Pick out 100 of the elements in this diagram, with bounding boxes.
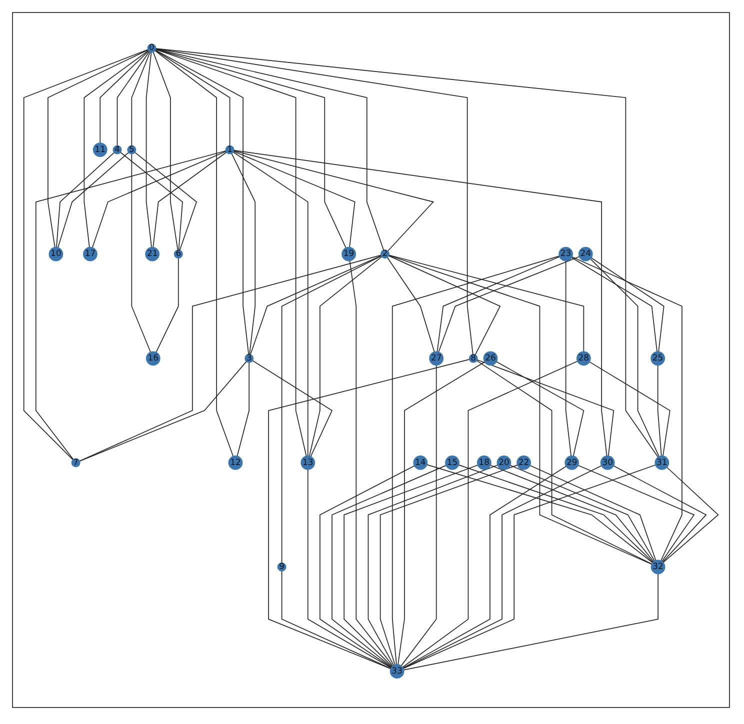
connector [344,464,478,667]
node-circle: 24 [578,246,593,262]
connector [155,49,307,456]
connector [23,49,148,460]
connector [155,48,384,251]
connector [154,50,230,146]
connector [232,152,308,456]
connector [131,154,151,352]
node-circle: 9 [277,562,286,572]
node-circle: 7 [71,458,80,468]
connector [388,255,501,356]
node-circle: 29 [564,456,580,470]
connector [402,466,566,668]
connector [571,257,658,352]
connector [281,256,382,564]
node-circle: 14 [413,456,428,470]
connector [572,256,682,562]
node-circle: 6 [174,250,183,259]
node-circle: 23 [558,246,573,262]
connector [590,257,664,352]
node-circle: 21 [145,246,160,262]
connector [281,570,392,669]
connector [92,150,226,248]
connector [134,152,197,251]
connector [578,464,695,562]
connector [309,256,382,456]
connector [657,364,662,456]
node-circle: 22 [516,456,531,470]
connector [349,260,394,666]
node-circle: 28 [576,351,591,366]
node-circle: 10 [48,246,64,262]
connector [590,258,660,457]
connector [662,466,719,563]
connector [155,48,346,248]
node-circle: 4 [112,145,122,154]
connector [120,152,183,250]
node-circle: 18 [476,456,492,470]
connector [589,362,670,456]
connector [56,152,115,248]
connector [152,152,227,248]
node-circle: 32 [650,560,666,574]
connector [268,359,470,670]
connector [530,465,656,561]
connector [155,50,250,355]
connector [403,573,658,670]
node-circle: 30 [600,456,615,470]
node-circle: 2 [380,250,390,259]
connector [152,52,178,250]
node-circle: 3 [244,354,254,363]
connector [155,48,658,458]
connector [388,254,652,565]
connector [368,464,498,666]
connector [35,150,226,460]
node-circle: 31 [654,456,670,470]
connector [398,362,486,665]
connector [386,257,435,352]
connector [155,48,474,355]
connector [496,361,584,456]
connector [307,469,392,668]
node-circle: 16 [146,351,160,366]
node-circle: 8 [468,354,478,363]
connector [438,256,580,352]
node-circle: 33 [390,664,404,678]
node-circle: 20 [496,456,512,470]
connector [565,260,572,456]
node-circle: 17 [83,246,98,262]
connector [476,359,614,456]
connector [79,361,247,462]
connector [234,150,608,456]
connector [402,464,656,669]
connector [236,362,250,456]
connector [116,51,150,146]
node-circle: 27 [429,351,444,366]
node-circle: 1 [225,145,234,154]
connector [402,465,602,669]
node-circle: 13 [300,456,316,470]
connector [84,50,149,248]
node-circle: 12 [228,456,243,470]
connector [402,360,578,668]
connector [252,360,333,457]
node-circle: 0 [147,44,156,53]
connector [613,466,707,562]
connector [79,254,382,462]
node-circle: 5 [127,145,136,154]
connector [392,256,560,665]
connector [233,150,356,248]
node-circle: 25 [650,351,665,366]
connector [58,152,129,248]
connector [146,52,152,248]
connector [388,254,584,352]
node-circle: 19 [342,246,356,262]
node-circle: 11 [92,142,108,157]
connector [400,364,437,666]
connector [100,50,150,144]
connector [320,465,415,668]
connector [231,153,256,355]
node-circle: 15 [445,456,460,470]
connector [156,258,179,353]
connector [131,52,151,146]
connector [380,464,518,666]
